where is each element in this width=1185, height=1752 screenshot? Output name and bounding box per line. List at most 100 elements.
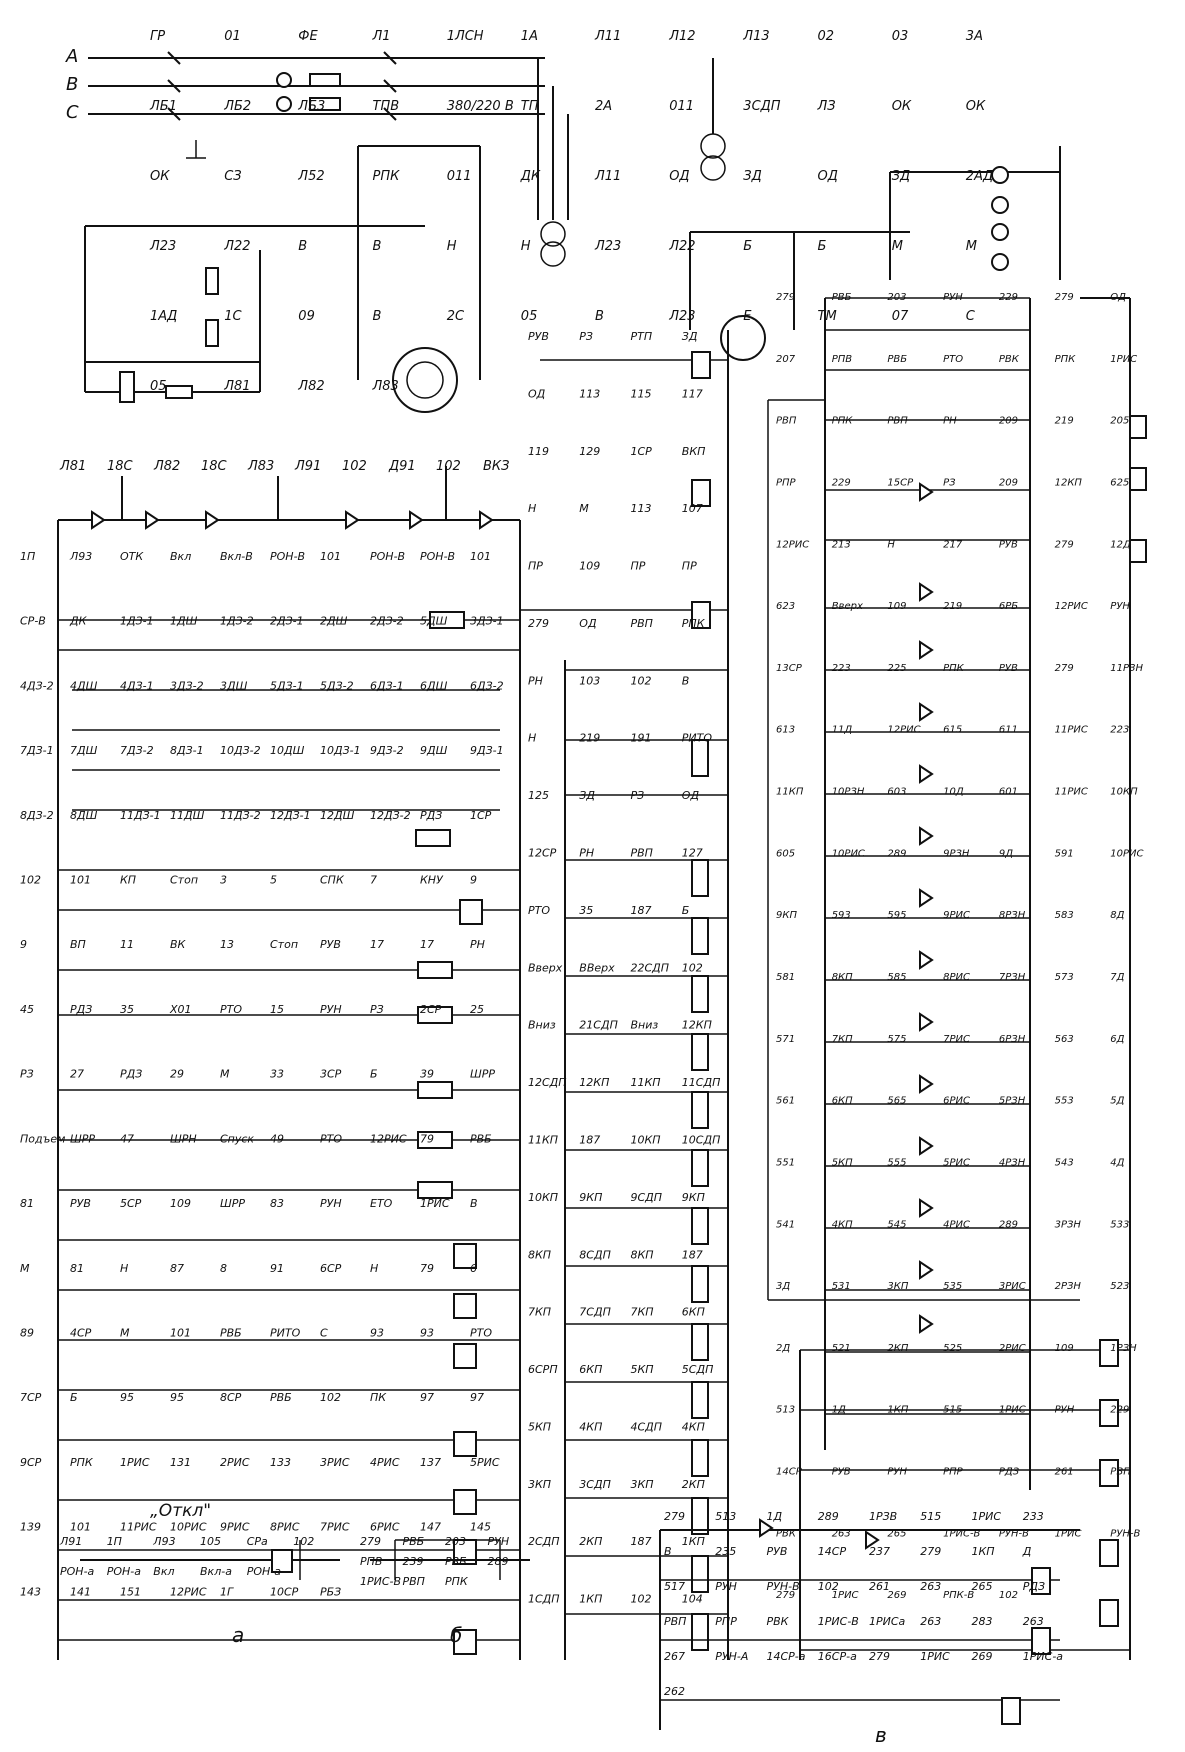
left-panel-label: 3ДЗ-1 xyxy=(470,615,504,628)
left-panel-label: 12ДЗ-2 xyxy=(370,809,411,822)
left-panel-label: 9ДЗ-2 xyxy=(370,744,404,757)
right-panel-label: 8РЗН xyxy=(999,910,1026,921)
right-panel-label: 11КП xyxy=(776,787,804,798)
middle-panel-label: 10КП xyxy=(528,1191,558,1204)
left-panel-label: Н xyxy=(120,1262,128,1275)
left-panel-label: 6СР xyxy=(320,1262,342,1275)
top-section-label: Б xyxy=(743,239,752,254)
left-panel-label: 8ДШ xyxy=(70,809,98,822)
middle-panel-label: 1КП xyxy=(579,1593,602,1606)
left-panel-label: 49 xyxy=(270,1132,284,1145)
middle-panel-label: 129 xyxy=(579,445,600,458)
right-panel-label: 289 xyxy=(999,1219,1018,1230)
top-section-label: ФЕ xyxy=(298,29,318,44)
right-panel-label: 1КП xyxy=(887,1405,908,1416)
middle-panel-label: Вниз xyxy=(528,1019,556,1032)
rectifier-label: ВКЗ xyxy=(483,459,509,474)
left-panel-label: ШРР xyxy=(470,1068,495,1081)
middle-panel-label: ОД xyxy=(682,789,700,802)
inset-b-label: РПК xyxy=(445,1575,469,1588)
rectifier-label: Л81 xyxy=(59,459,86,474)
right-panel-label: 263 xyxy=(832,1528,851,1539)
inset-b-label: 239 xyxy=(403,1555,424,1568)
inset-v-label: 1КП xyxy=(972,1545,995,1558)
middle-panel-label: 1КП xyxy=(682,1535,705,1548)
inset-v-label: 267 xyxy=(664,1650,685,1663)
phase-a-label: A xyxy=(65,46,78,67)
left-panel-label: 131 xyxy=(170,1456,191,1469)
left-panel-label: 4ДЗ-1 xyxy=(120,679,154,692)
left-panel-label: РОН-В xyxy=(420,550,455,563)
inset-a xyxy=(80,1540,340,1580)
left-panel-label: 91 xyxy=(270,1262,284,1275)
left-panel-label: 9ДЗ-1 xyxy=(470,744,504,757)
phase-c-label: C xyxy=(66,102,79,123)
right-panel-label: 223 xyxy=(1110,725,1129,736)
right-panel-label: 611 xyxy=(999,725,1018,736)
top-section-label: 03 xyxy=(892,29,909,44)
right-panel-label: 543 xyxy=(1055,1158,1074,1169)
left-panel-label: 10РИС xyxy=(170,1521,207,1534)
inset-v-label: 262 xyxy=(664,1685,685,1698)
top-section-label: ОД xyxy=(669,169,689,184)
inset-b-caption: б xyxy=(450,1623,462,1647)
top-section-label: Л22 xyxy=(668,239,695,254)
right-panel-label: 14СР xyxy=(776,1467,803,1478)
left-panel-label: ЕТО xyxy=(370,1197,393,1210)
middle-panel-label: 279 xyxy=(528,617,549,630)
inset-v-label: РУН-В xyxy=(767,1580,800,1593)
top-section-label: Е xyxy=(743,309,752,324)
right-panel-label: РДЗ xyxy=(999,1467,1020,1478)
right-panel-label: 521 xyxy=(832,1343,851,1354)
top-section-label: Л13 xyxy=(742,29,769,44)
right-panel-label: 4КП xyxy=(832,1219,853,1230)
top-section-label: В xyxy=(373,309,382,324)
right-panel-label: РВП xyxy=(1110,1467,1131,1478)
middle-panel-label: 9СДП xyxy=(631,1191,663,1204)
right-panel-label: 555 xyxy=(887,1158,906,1169)
rectifier-label: 18С xyxy=(107,459,134,474)
left-panel-label: РН xyxy=(470,938,485,951)
left-panel-label: 3ДЗ-2 xyxy=(170,679,204,692)
right-panel-label: 12Д xyxy=(1110,539,1131,550)
right-panel-label: 6КП xyxy=(832,1096,853,1107)
left-panel-label: 1Г xyxy=(220,1585,234,1598)
middle-panel-label: М xyxy=(579,502,589,515)
inset-v-label: 265 xyxy=(972,1580,993,1593)
right-panel-label: 3Д xyxy=(776,1281,790,1292)
inset-v-label: 1Д xyxy=(767,1510,783,1523)
middle-panel-label: 35 xyxy=(579,904,593,917)
left-panel-label: 93 xyxy=(420,1327,434,1340)
inset-v-label: 14СР xyxy=(818,1545,847,1558)
inset-v-label: 283 xyxy=(972,1615,993,1628)
left-panel-label: 5СР xyxy=(120,1197,142,1210)
middle-panel-label: ЗД xyxy=(682,330,698,343)
inset-v-label: 1РИСа xyxy=(869,1615,906,1628)
right-panel-label: 1РЗН xyxy=(1110,1343,1137,1354)
middle-panel-label: 113 xyxy=(631,502,652,515)
middle-panel-label: 8КП xyxy=(631,1248,654,1261)
left-panel-label: РОН-В xyxy=(270,550,305,563)
right-panel-label: 2РЗН xyxy=(1055,1281,1082,1292)
middle-panel-label: ПР xyxy=(682,560,697,573)
left-panel-label: 7СР xyxy=(20,1391,42,1404)
right-panel-label: 591 xyxy=(1055,848,1074,859)
left-panel-label: РУН xyxy=(320,1003,342,1016)
right-panel-label: 605 xyxy=(776,848,795,859)
top-section-label: ЛБ1 xyxy=(149,99,177,114)
right-panel-label: 563 xyxy=(1055,1034,1074,1045)
right-panel-label: 8КП xyxy=(832,972,853,983)
middle-panel-label: РТО xyxy=(528,904,550,917)
left-panel-label: 102 xyxy=(20,874,41,887)
right-panel-label: 10КП xyxy=(1110,787,1138,798)
left-panel-label: Б xyxy=(70,1391,78,1404)
right-panel-label: 10РЗН xyxy=(832,787,865,798)
right-panel-label: 289 xyxy=(887,848,906,859)
inset-v-label: 289 xyxy=(818,1510,839,1523)
left-panel-label: 9 xyxy=(20,938,27,951)
middle-panel-label: 10СДП xyxy=(682,1134,721,1147)
top-section-label: 02 xyxy=(818,29,835,44)
left-panel-label: 10ДЗ-1 xyxy=(320,744,361,757)
middle-panel-label: 127 xyxy=(682,847,703,860)
